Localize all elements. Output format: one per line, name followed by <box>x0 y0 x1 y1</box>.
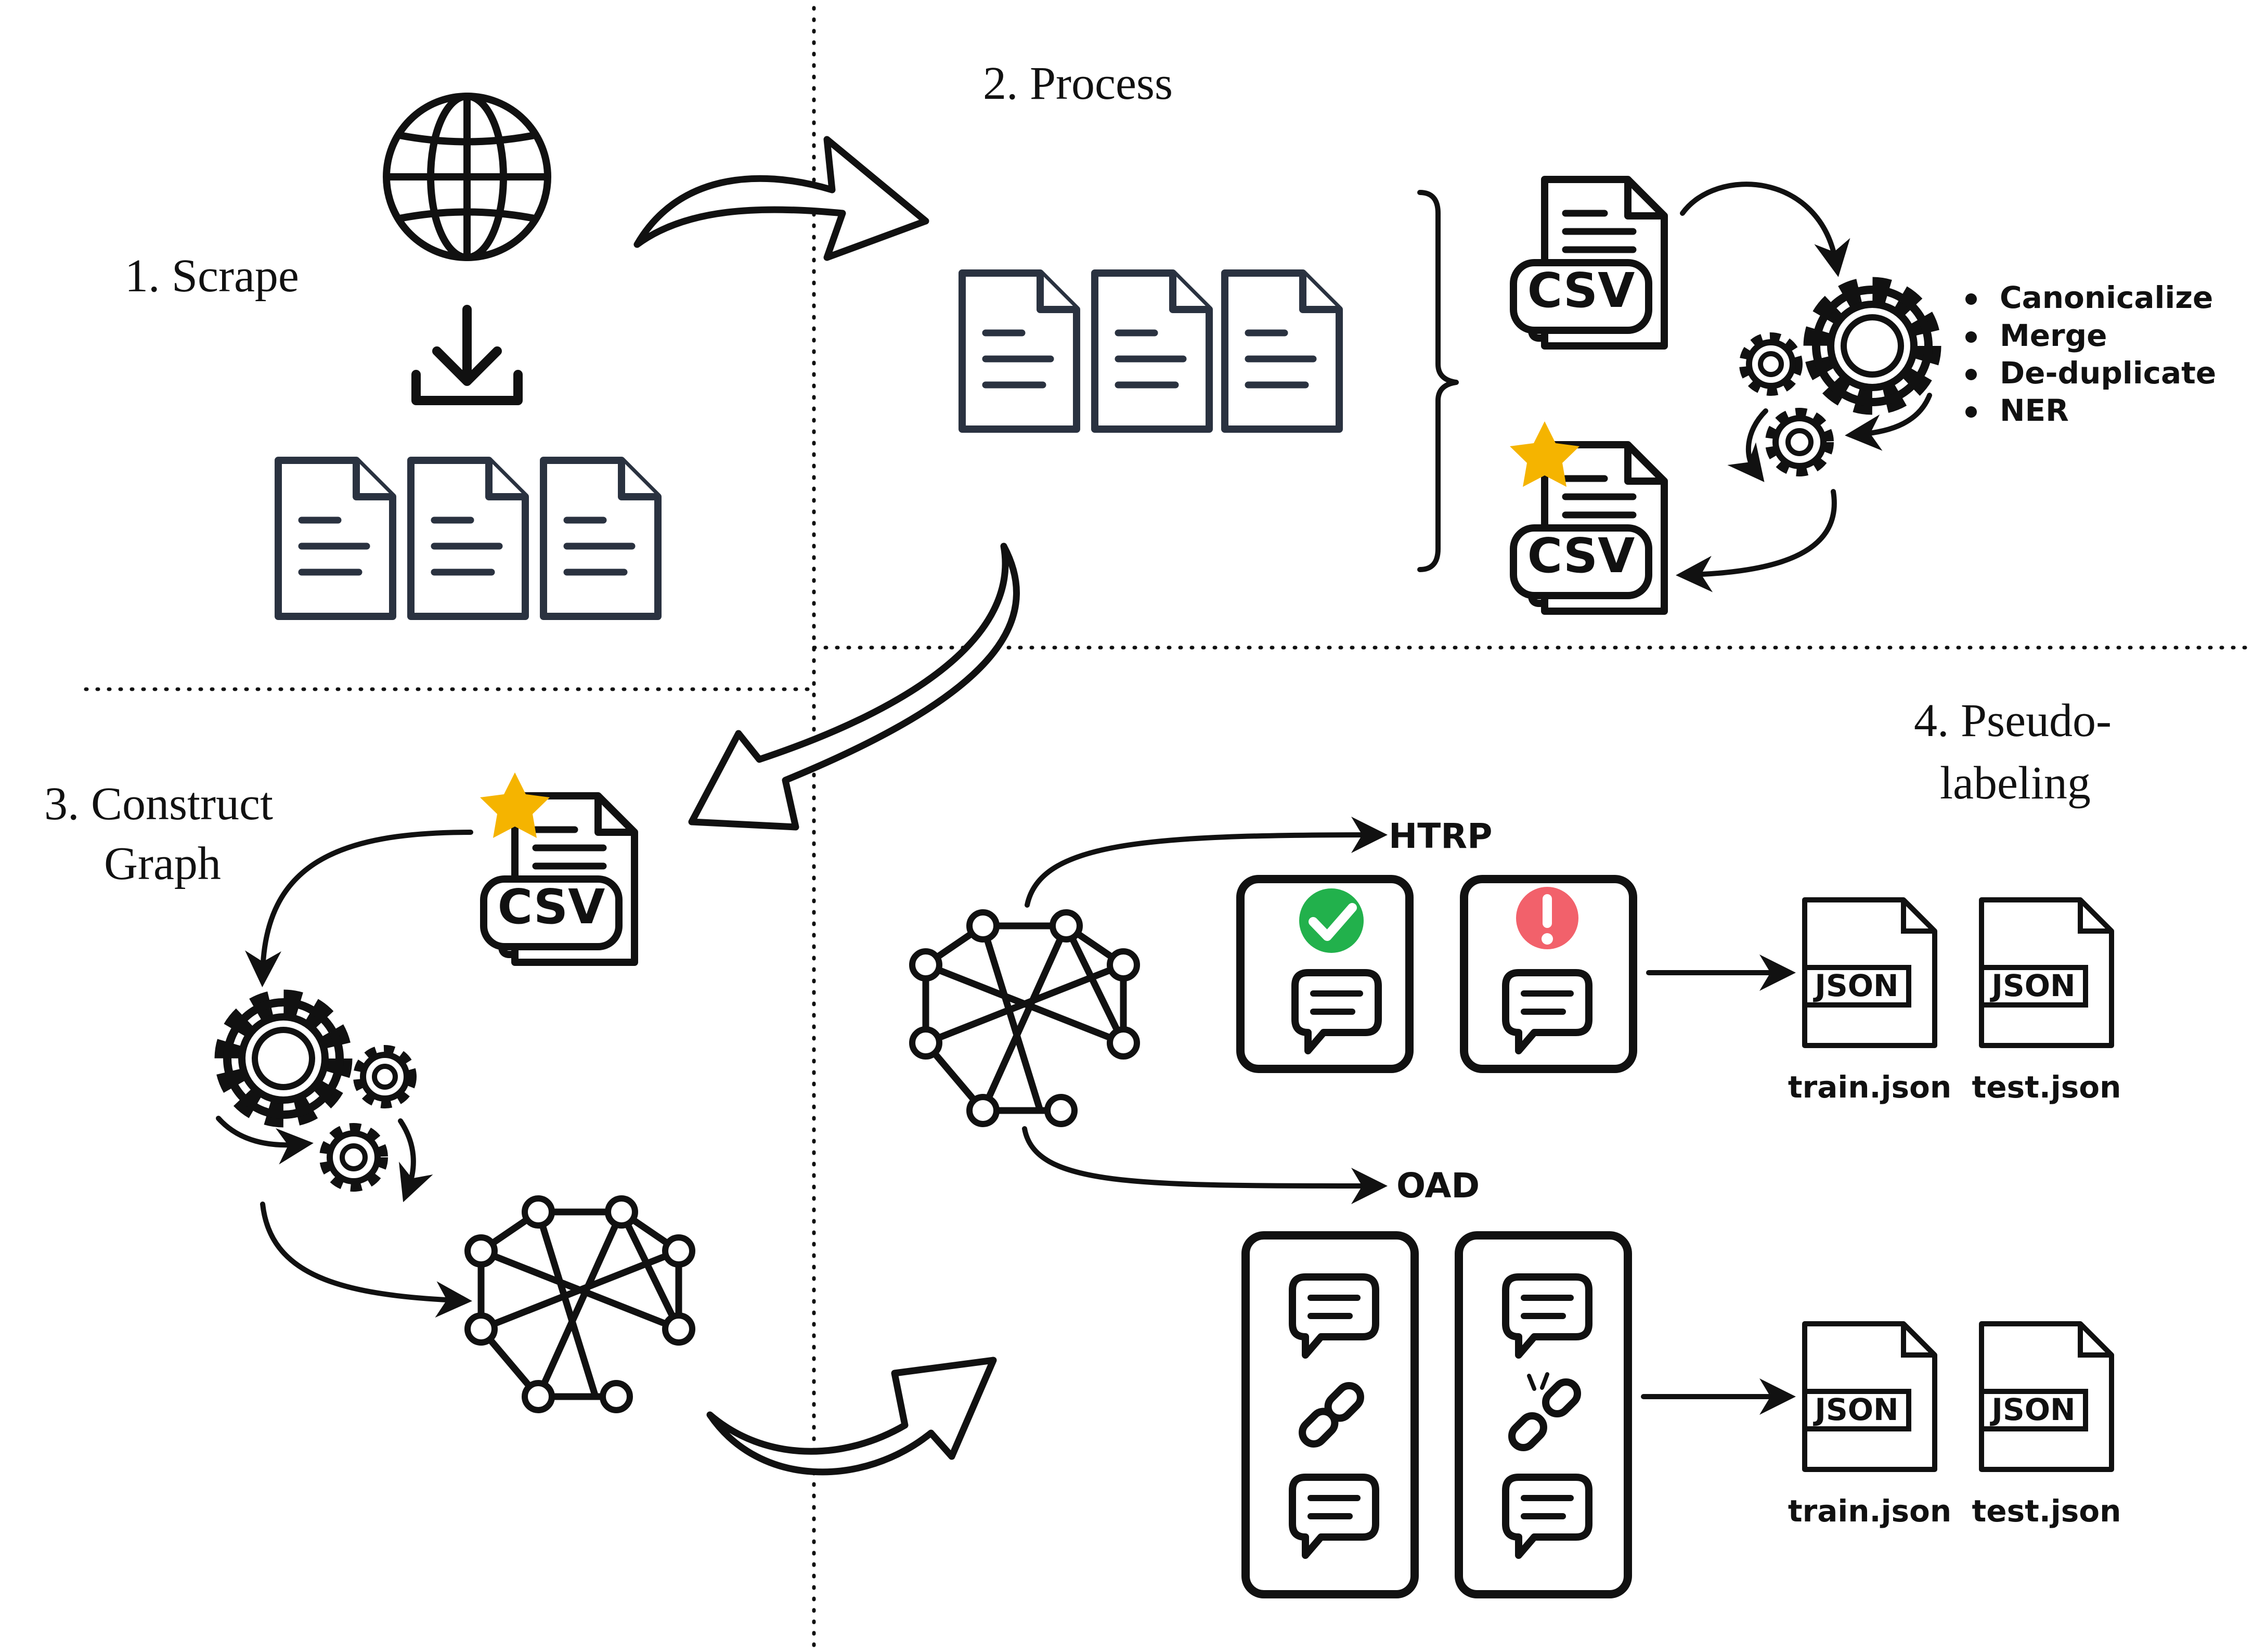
raw-document-icon <box>1225 273 1339 429</box>
star-icon <box>480 772 550 838</box>
gear-icon <box>319 1123 388 1192</box>
process-op-merge: Merge <box>2000 318 2107 353</box>
star-icon <box>1510 421 1579 487</box>
check-icon <box>1299 888 1364 953</box>
graph-icon <box>912 912 1137 1124</box>
raw-document-icon <box>962 273 1077 429</box>
process-op-canonicalize: Canonicalize <box>2000 280 2213 315</box>
htrp-train-file: train.json <box>1788 1069 1951 1105</box>
globe-icon <box>383 93 551 261</box>
flow-arrow-to-oad <box>1022 1126 1388 1204</box>
step-construct-title: 3. Construct <box>44 778 273 830</box>
curly-brace <box>1417 190 1459 572</box>
process-op-ner: NER <box>2000 393 2069 428</box>
flow-arrow-to-gears <box>1680 182 1850 277</box>
rotation-arrow-icon <box>398 1118 433 1203</box>
flow-arrow-gears-to-graph <box>260 1202 472 1318</box>
broken-link-icon <box>1508 1378 1582 1452</box>
scraped-document-icon <box>411 460 525 616</box>
oad-train-file: train.json <box>1788 1493 1951 1529</box>
flow-arrow-csv-to-gears <box>245 830 473 987</box>
flow-arrow-process-to-construct <box>688 543 1020 831</box>
scraped-document-icon <box>278 460 393 616</box>
rotation-arrow-icon <box>216 1116 314 1165</box>
gear-icon <box>353 1045 417 1108</box>
json-label: JSON <box>1989 1392 2075 1427</box>
graph-icon <box>468 1198 692 1410</box>
check-mark <box>1309 903 1357 941</box>
gear-icon <box>1765 408 1834 476</box>
json-label: JSON <box>1812 968 1898 1003</box>
step-process-title: 2. Process <box>983 58 1173 109</box>
task-label-htrp: HTRP <box>1389 816 1492 856</box>
rotation-arrow-icon <box>1727 408 1768 482</box>
break-spark-icon <box>1527 1372 1549 1391</box>
raw-document-icon <box>1095 273 1209 429</box>
flow-arrow-construct-to-pseudolabel <box>706 1357 997 1476</box>
csv-label: CSV <box>498 879 605 935</box>
link-icon <box>1299 1382 1364 1448</box>
process-operations-list: Canonicalize Merge De-duplicate NER <box>1965 280 2216 428</box>
step-pseudolabel-title: 4. Pseudo- <box>1914 695 2112 746</box>
section-dividers <box>84 6 2249 1651</box>
json-label: JSON <box>1989 968 2075 1003</box>
scraped-document-icon <box>543 460 658 616</box>
gear-icon <box>1803 277 1941 415</box>
task-label-oad: OAD <box>1396 1166 1480 1206</box>
flow-arrow-to-htrp <box>1025 817 1388 908</box>
flow-arrow-from-gears <box>1676 489 1837 592</box>
oad-test-file: test.json <box>1972 1493 2121 1529</box>
flow-arrow-scrape-to-process <box>633 136 929 261</box>
step-scrape-title: 1. Scrape <box>125 250 299 302</box>
step-pseudolabel-title-2: labeling <box>1940 757 2091 809</box>
gear-icon <box>1739 332 1803 396</box>
json-label: JSON <box>1812 1392 1898 1427</box>
process-op-deduplicate: De-duplicate <box>2000 355 2216 391</box>
alert-dot <box>1542 933 1553 945</box>
gear-icon <box>214 989 353 1128</box>
step-construct-title-2: Graph <box>104 838 221 889</box>
download-icon <box>411 305 523 405</box>
rotation-arrow-icon <box>1845 393 1932 451</box>
csv-label: CSV <box>1527 263 1635 318</box>
csv-label: CSV <box>1527 528 1635 584</box>
htrp-test-file: test.json <box>1972 1069 2121 1105</box>
